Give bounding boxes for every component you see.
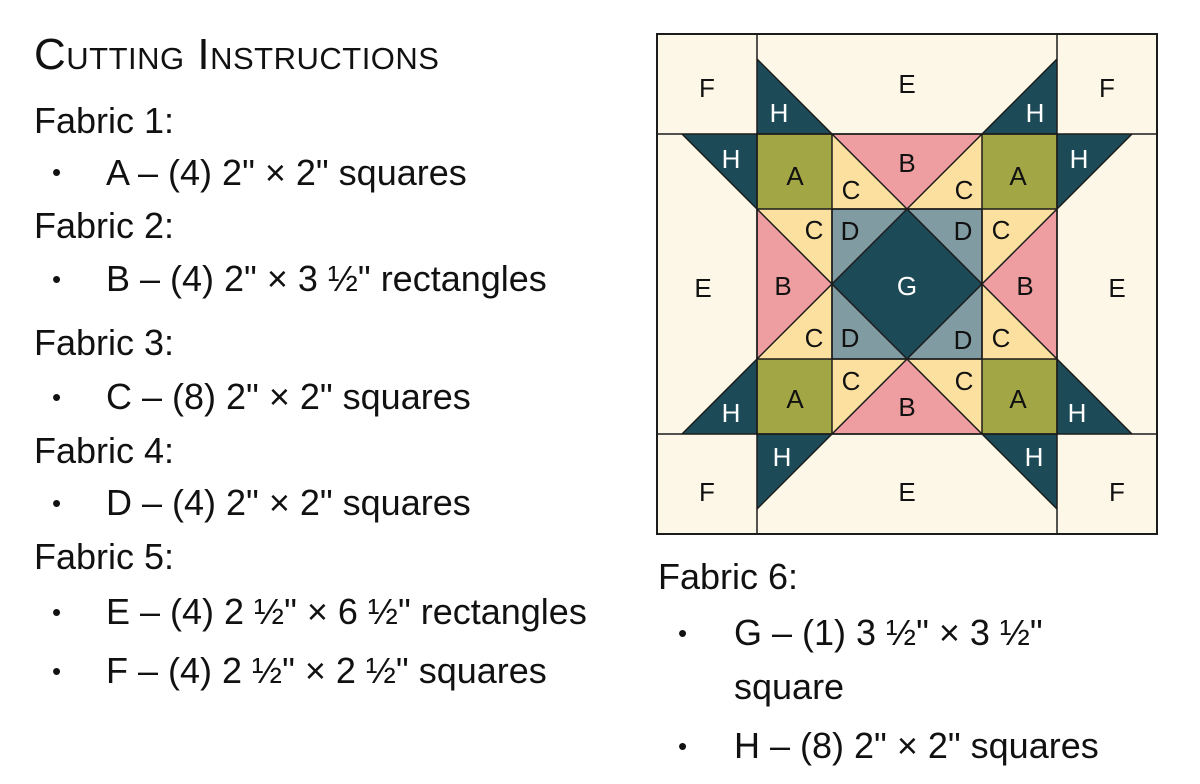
fabric-6-item-g: G – (1) 3 ½" × 3 ½" (734, 612, 1043, 653)
label-b: B (774, 271, 791, 301)
label-a: A (786, 161, 804, 191)
label-d: D (954, 216, 973, 246)
bullet: • (52, 157, 62, 187)
label-h: H (770, 98, 789, 128)
a-square-top-left (757, 134, 832, 209)
b-triangle-bottom (832, 359, 982, 434)
a-squares (757, 134, 1057, 434)
block-outlines (657, 34, 1157, 534)
label-c: C (805, 323, 824, 353)
label-g: G (897, 271, 917, 301)
b-triangles (757, 134, 1057, 434)
label-f: F (1099, 73, 1115, 103)
bullet: • (52, 264, 62, 294)
label-b: B (1016, 271, 1033, 301)
label-a: A (1009, 384, 1027, 414)
diagram-labels: F F F F E E E E H H H H H H H H A A A A … (694, 69, 1125, 507)
fabric-6-heading: Fabric 6: (658, 556, 799, 597)
quilt-block-svg: F F F F E E E E H H H H H H H H A A A A … (656, 33, 1158, 535)
bullet: • (52, 382, 62, 412)
fabric-1-heading: Fabric 1: (34, 100, 175, 141)
label-a: A (1009, 161, 1027, 191)
fabric-5-item-f: F – (4) 2 ½" × 2 ½" squares (106, 650, 547, 691)
label-h: H (1025, 442, 1044, 472)
fabric-5-item-e: E – (4) 2 ½" × 6 ½" rectangles (106, 591, 587, 632)
bullet: • (52, 597, 62, 627)
b-triangle-left (757, 209, 832, 359)
label-c: C (842, 366, 861, 396)
label-f: F (699, 477, 715, 507)
label-e: E (898, 69, 915, 99)
label-c: C (992, 215, 1011, 245)
label-h: H (1026, 98, 1045, 128)
label-h: H (722, 398, 741, 428)
a-square-bottom-left (757, 359, 832, 434)
label-e: E (694, 273, 711, 303)
fabric-3-item-c: C – (8) 2" × 2" squares (106, 376, 471, 417)
fabric-2-heading: Fabric 2: (34, 205, 175, 246)
fabric-2-item-b: B – (4) 2" × 3 ½" rectangles (106, 258, 547, 299)
bullet: • (52, 656, 62, 686)
fabric-3-heading: Fabric 3: (34, 322, 175, 363)
label-d: D (841, 323, 860, 353)
label-c: C (992, 323, 1011, 353)
page-title: Cutting Instructions (34, 30, 440, 79)
label-c: C (805, 215, 824, 245)
label-c: C (955, 175, 974, 205)
bullet: • (52, 488, 62, 518)
label-b: B (898, 392, 915, 422)
label-e: E (898, 477, 915, 507)
a-square-bottom-right (982, 359, 1057, 434)
b-triangle-right (982, 209, 1057, 359)
fabric-6-item-h: H – (8) 2" × 2" squares (734, 725, 1099, 766)
fabric-5-heading: Fabric 5: (34, 536, 175, 577)
label-h: H (1070, 144, 1089, 174)
fabric-4-item-d: D – (4) 2" × 2" squares (106, 482, 471, 523)
fabric-6-item-g-continued: square (734, 666, 845, 707)
label-a: A (786, 384, 804, 414)
label-f: F (1109, 477, 1125, 507)
label-e: E (1108, 273, 1125, 303)
a-square-top-right (982, 134, 1057, 209)
label-c: C (955, 366, 974, 396)
fabric-1-item-a: A – (4) 2" × 2" squares (106, 152, 467, 193)
label-h: H (722, 144, 741, 174)
label-d: D (954, 325, 973, 355)
fabric-4-heading: Fabric 4: (34, 430, 175, 471)
label-b: B (898, 148, 915, 178)
label-c: C (842, 175, 861, 205)
quilt-block-diagram: F F F F E E E E H H H H H H H H A A A A … (656, 33, 1158, 535)
bullet: • (678, 731, 688, 761)
bullet: • (678, 618, 688, 648)
b-triangle-top (832, 134, 982, 209)
label-h: H (1068, 398, 1087, 428)
label-f: F (699, 73, 715, 103)
label-h: H (773, 442, 792, 472)
label-d: D (841, 216, 860, 246)
